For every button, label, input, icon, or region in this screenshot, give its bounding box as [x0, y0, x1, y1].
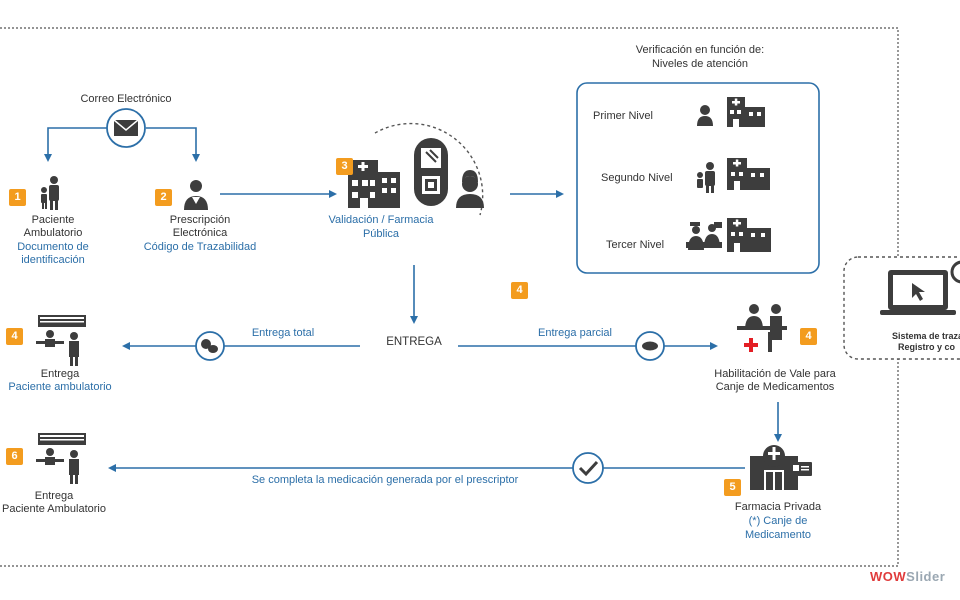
- step1-label-2: Ambulatorio: [23, 227, 83, 239]
- step4-left-label-1: Entrega: [40, 368, 80, 380]
- step6-badge: 6: [6, 448, 23, 465]
- email-icon: [106, 108, 146, 148]
- email-arrow-right: [146, 127, 200, 162]
- counter-icon-left: [36, 315, 86, 366]
- pill-icon-total: [195, 331, 225, 361]
- system-line-1: Sistema de traza: [892, 331, 960, 341]
- step4-right-label-1: Habilitación de Vale para: [714, 368, 836, 380]
- validation-arc: [374, 122, 484, 216]
- step1-doc-1: Documento de: [17, 241, 89, 253]
- system-clock-icon: [950, 260, 960, 284]
- outer-frame: [0, 27, 899, 567]
- email-label: Correo Electrónico: [80, 93, 172, 105]
- step6-label-2: Paciente Ambulatorio: [2, 503, 106, 515]
- step1-label-1: Paciente: [31, 214, 75, 226]
- counter-icon-bottom: [36, 433, 86, 484]
- pharmacist-icon: [456, 170, 484, 208]
- step3-label-2: Pública: [362, 228, 400, 240]
- step4-right-badge: 4: [800, 328, 817, 345]
- level3-hospital-icon: [727, 218, 771, 252]
- doctor-icon: [184, 180, 208, 210]
- pill-icon-partial: [635, 331, 665, 361]
- watermark: WOWSlider: [870, 569, 945, 584]
- email-arrow-left: [44, 127, 108, 162]
- complete-label: Se completa la medicación generada por e…: [251, 474, 519, 486]
- partial-badge: 4: [511, 282, 528, 299]
- check-icon: [572, 452, 604, 484]
- step4-right-label-2: Canje de Medicamentos: [715, 381, 835, 393]
- system-line-2: Registro y co: [898, 342, 956, 352]
- step5-label-1: Farmacia Privada: [734, 501, 822, 513]
- level-primer: Primer Nivel: [593, 110, 653, 122]
- laptop-icon: [880, 270, 956, 315]
- watermark-slider: Slider: [906, 569, 946, 584]
- level3-team-icon: [686, 222, 722, 250]
- entrega-center: ENTREGA: [386, 336, 442, 348]
- step6-label-1: Entrega: [34, 490, 74, 502]
- watermark-wow: WOW: [870, 569, 907, 584]
- hospital-icon: [348, 160, 400, 208]
- verification-box: [576, 82, 820, 274]
- step1-doc-2: identificación: [21, 254, 85, 266]
- step4-left-badge: 4: [6, 328, 23, 345]
- entrega-parcial-label: Entrega parcial: [538, 327, 612, 339]
- step4-left-label-2: Paciente ambulatorio: [8, 381, 112, 393]
- level1-hospital-icon: [727, 97, 765, 127]
- patient-icon: [41, 176, 59, 210]
- step5-label-3: Medicamento: [744, 529, 812, 541]
- vale-icon: [737, 304, 787, 352]
- level1-person-icon: [697, 105, 713, 126]
- step2-label-2: Electrónica: [172, 227, 228, 239]
- step2-badge: 2: [155, 189, 172, 206]
- level2-hospital-icon: [727, 158, 770, 190]
- step2-label-1: Prescripción: [169, 214, 231, 226]
- step3-label-1: Validación / Farmacia: [328, 214, 434, 226]
- level-segundo: Segundo Nivel: [601, 172, 673, 184]
- step5-label-2: (*) Canje de: [748, 515, 808, 527]
- step1-badge: 1: [9, 189, 26, 206]
- step3-badge: 3: [336, 158, 353, 175]
- level2-person-icon: [697, 162, 715, 193]
- entrega-total-label: Entrega total: [251, 327, 315, 339]
- step2-code: Código de Trazabilidad: [143, 241, 257, 253]
- verification-title-1: Verificación en función de:: [635, 44, 765, 56]
- private-pharmacy-icon: [750, 445, 812, 490]
- scanner-phone-icon: [414, 138, 448, 206]
- step5-badge: 5: [724, 479, 741, 496]
- level-tercer: Tercer Nivel: [606, 239, 665, 251]
- verification-title-2: Niveles de atención: [651, 58, 748, 70]
